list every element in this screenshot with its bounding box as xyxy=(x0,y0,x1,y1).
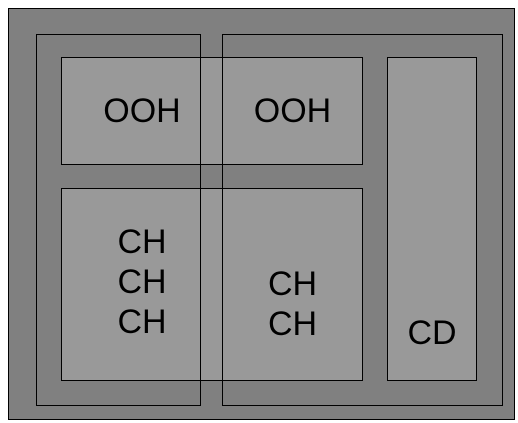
cd-box: CD xyxy=(387,57,477,381)
ooh-box-middle: OOH xyxy=(222,57,363,165)
ch-label-middle-2: CH xyxy=(267,305,318,343)
left-group-frame-overlay xyxy=(36,34,201,406)
ch-box-middle: CH CH xyxy=(222,188,363,381)
ooh-label-left: OOH xyxy=(103,92,181,130)
cd-label: CD xyxy=(407,314,457,352)
ooh-box-left: OOH xyxy=(61,57,223,165)
ooh-label-middle: OOH xyxy=(253,92,332,130)
ch-label-left-2: CH xyxy=(117,263,167,301)
diagram-canvas: OOH OOH CH CH CH CH CH CD xyxy=(8,8,515,420)
ch-label-middle-1: CH xyxy=(267,265,318,303)
ch-label-left-1: CH xyxy=(117,223,167,261)
ch-label-left-3: CH xyxy=(117,303,167,341)
